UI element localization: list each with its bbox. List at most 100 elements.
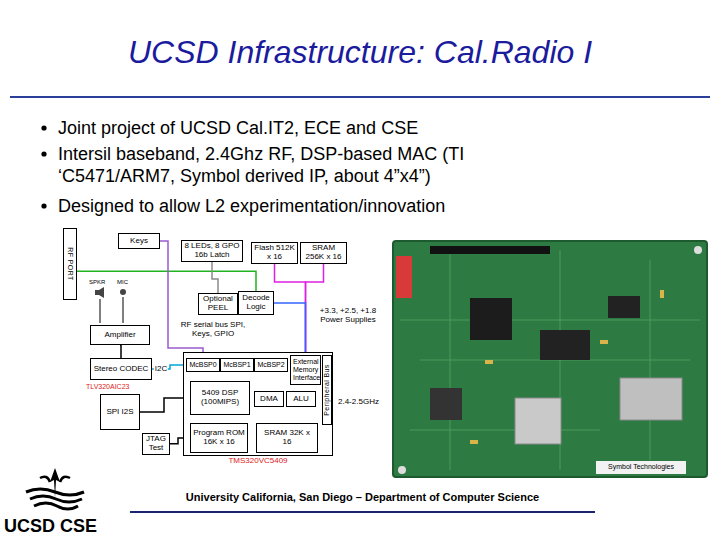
box-text: Peripheral Bus <box>323 364 331 416</box>
memory-box: Program ROM 16K x 16 <box>190 423 248 453</box>
serial-port-box: McBSP0 <box>186 358 220 372</box>
bullet-text: Designed to allow L2 experimentation/inn… <box>58 195 698 217</box>
header-connector <box>430 246 550 254</box>
jtag-box: JTAG Test <box>142 433 170 455</box>
box-text: Flash 512K x 16 <box>254 244 295 262</box>
amplifier-box: Amplifier <box>90 325 150 345</box>
chip <box>430 388 462 420</box>
logo-text: UCSD CSE <box>4 516 97 537</box>
pcb-board <box>393 241 707 477</box>
memory-box: SRAM 256K x 16 <box>300 242 347 264</box>
board-photo <box>393 241 707 477</box>
memory-interface-box: External Memory Interface <box>290 355 321 385</box>
logo-wave <box>30 496 82 502</box>
box-text: Stereo CODEC <box>93 365 149 374</box>
capacitor <box>600 340 608 344</box>
box-text: McBSP0 <box>189 361 217 369</box>
speaker-symbol <box>99 287 104 298</box>
capacitor <box>485 360 493 364</box>
footer-rule <box>130 511 595 513</box>
chip <box>470 298 512 340</box>
box-text: Optional PEEL <box>201 295 235 313</box>
footer-text: University California, San Diego – Depar… <box>130 491 595 504</box>
box-text: SRAM 256K x 16 <box>303 244 344 262</box>
signal-wire <box>274 303 306 355</box>
dsp-chip: TMS320VC5409McBSP0McBSP1McBSP2External M… <box>183 352 333 456</box>
mount-hole <box>398 466 406 474</box>
title-rule <box>10 96 710 98</box>
logic-box: Decode Logic <box>238 291 274 315</box>
chip <box>608 296 640 318</box>
box-text: 5409 DSP (100MIPS) <box>193 389 247 407</box>
box-text: 8 LEDs, 8 GPO 16b Latch <box>184 242 240 260</box>
latch-box: 8 LEDs, 8 GPO 16b Latch <box>181 240 243 262</box>
leader-line <box>100 299 101 323</box>
logo-wave <box>26 489 84 495</box>
signal-wire <box>275 264 306 355</box>
chip <box>540 330 590 360</box>
box-text: Keys <box>121 237 157 246</box>
box-text: Amplifier <box>93 331 147 340</box>
power-note: +3.3, +2.5, +1.8 Power Supplies <box>308 306 388 324</box>
chip-label: TMS320VC5409 <box>164 457 352 466</box>
part-number: TLV320AIC23 <box>86 383 129 391</box>
input-box: Keys <box>118 233 160 249</box>
bullet-text: Intersil baseband, 2.4Ghz RF, DSP-based … <box>58 143 468 187</box>
board-marking: Symbol Technologies <box>596 463 686 471</box>
port-label: SPKR <box>89 279 105 286</box>
port-label: MIC <box>117 279 128 286</box>
box-text: McBSP1 <box>223 361 251 369</box>
bullet-dot <box>41 151 46 156</box>
box-text: JTAG Test <box>145 435 167 453</box>
bullet-dot <box>41 203 46 208</box>
box-text: Decode Logic <box>241 294 271 312</box>
serial-port-box: McBSP1 <box>220 358 254 372</box>
box-text: DMA <box>257 395 281 404</box>
capacitor <box>470 440 478 444</box>
memory-box: Flash 512K x 16 <box>251 242 298 264</box>
board-sticker <box>596 461 686 474</box>
rf-shield <box>515 398 561 444</box>
frequency-label: 2.4-2.5GHz <box>338 397 379 406</box>
box-text: SPI I2S <box>103 408 137 417</box>
memory-box: SRAM 32K x 16 <box>256 423 318 453</box>
logo-trident <box>40 477 70 482</box>
rf-shield <box>620 378 682 420</box>
serial-port-box: McBSP2 <box>254 358 288 372</box>
speaker-symbol <box>95 290 99 295</box>
signal-wire <box>120 345 121 358</box>
codec-box: Stereo CODEC <box>90 358 152 380</box>
box-text: SRAM 32K x 16 <box>259 429 315 447</box>
mount-hole <box>694 246 702 254</box>
box-text: Program ROM 16K x 16 <box>193 429 245 447</box>
port-box: RF PORT <box>63 228 77 300</box>
bus-note: RF serial bus SPI, Keys, GPIO <box>176 320 250 338</box>
bus-strip: Peripheral Bus <box>322 355 332 425</box>
box-text: RF PORT <box>66 247 74 280</box>
mic-symbol <box>120 289 126 295</box>
slide-title: UCSD Infrastructure: Cal.Radio I <box>0 34 720 71</box>
bullet-dot <box>41 125 46 130</box>
bullet-text: Joint project of UCSD Cal.IT2, ECE and C… <box>58 117 698 139</box>
speaker-mic-icons <box>95 287 126 323</box>
ucsd-logo <box>26 468 84 509</box>
alu-box: ALU <box>286 391 316 407</box>
box-text: McBSP2 <box>257 361 285 369</box>
leader-line <box>123 297 124 323</box>
box-text: ALU <box>289 395 313 404</box>
interface-box: SPI I2S <box>100 394 140 430</box>
pcb-trace <box>400 250 700 470</box>
capacitor <box>660 290 664 298</box>
signal-wire <box>77 271 256 291</box>
processor-box: 5409 DSP (100MIPS) <box>190 381 250 415</box>
red-sticker <box>396 256 412 298</box>
box-text: External Memory Interface <box>293 358 318 381</box>
signal-wire <box>212 262 218 293</box>
logic-box: Optional PEEL <box>198 293 238 315</box>
logo-wave <box>34 503 78 509</box>
edge-label: I2C <box>154 365 168 374</box>
